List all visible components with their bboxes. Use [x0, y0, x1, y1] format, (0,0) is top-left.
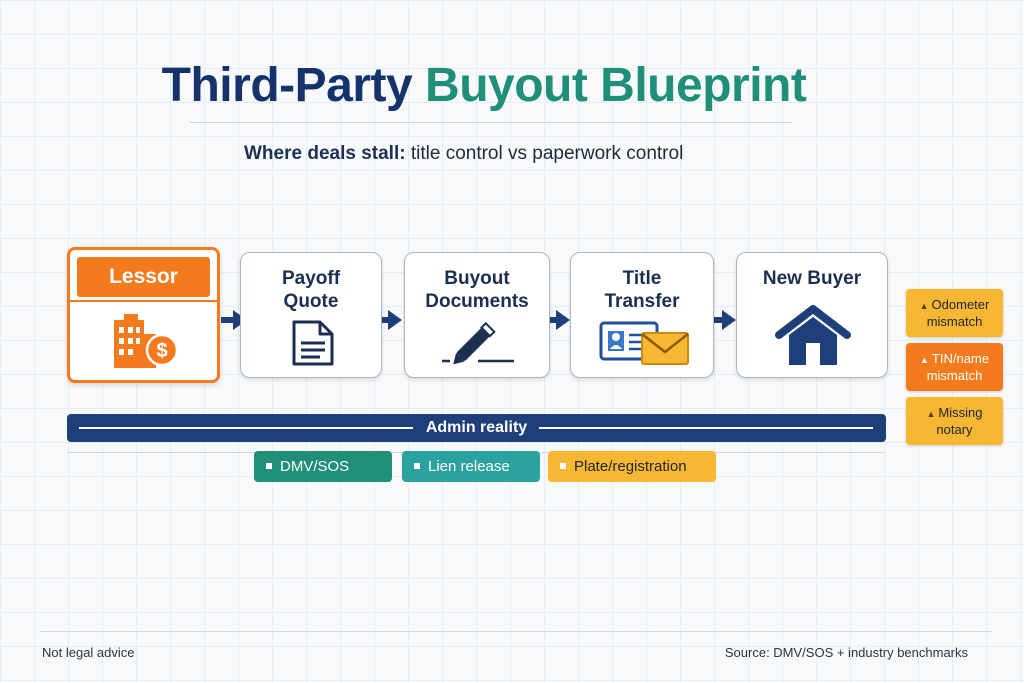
admin-bar-rule-right	[539, 427, 873, 429]
lessor-band	[70, 300, 217, 302]
bullet-icon	[266, 463, 272, 469]
warning-odometer-mismatch: ▲Odometer mismatch	[906, 289, 1003, 337]
chip-lien-release: Lien release	[402, 451, 540, 482]
step-label-line2: Quote	[283, 291, 339, 312]
step-label-line1: New Buyer	[762, 268, 862, 289]
step-label-line2: Documents	[425, 291, 529, 312]
svg-text:$: $	[156, 340, 167, 362]
warning-icon: ▲	[920, 355, 929, 365]
arrow-icon	[544, 310, 570, 330]
chip-dmv-sos: DMV/SOS	[254, 451, 392, 482]
step-label: New Buyer	[737, 267, 887, 290]
house-icon	[775, 305, 851, 365]
document-icon	[292, 320, 334, 366]
footer-disclaimer: Not legal advice	[42, 645, 135, 660]
warning-icon: ▲	[926, 409, 936, 419]
warning-line1: Odometer	[931, 297, 990, 312]
step-title-transfer: Title Transfer	[570, 252, 714, 378]
warning-missing-notary: ▲Missing notary	[906, 397, 1003, 445]
subtitle-lead: Where deals stall:	[244, 143, 406, 164]
arrow-icon	[221, 310, 247, 330]
warning-line1: Missing	[938, 405, 983, 420]
step-label-line2: Transfer	[604, 291, 680, 312]
step-new-buyer: New Buyer	[736, 252, 888, 378]
lessor-label: Lessor	[77, 257, 210, 297]
subtitle-rest: title control vs paperwork control	[410, 143, 684, 164]
step-label-line1: Payoff	[281, 268, 341, 289]
warning-line2: mismatch	[926, 368, 983, 383]
warning-line2: notary	[936, 422, 973, 437]
warning-tin-name-mismatch: ▲TIN/name mismatch	[906, 343, 1003, 391]
step-label-line1: Title	[622, 268, 662, 289]
chip-label: Plate/registration	[574, 458, 687, 475]
bullet-icon	[414, 463, 420, 469]
title-part-2: Buyout Blueprint	[425, 59, 807, 112]
arrow-icon	[710, 310, 736, 330]
building-dollar-icon: $	[114, 314, 179, 368]
bullet-icon	[560, 463, 566, 469]
admin-bar-rule-left	[79, 427, 413, 429]
chip-label: Lien release	[428, 458, 510, 475]
warning-line2: mismatch	[926, 314, 983, 329]
warning-line1: TIN/name	[931, 351, 989, 366]
warning-icon: ▲	[919, 301, 929, 311]
id-card-envelope-icon	[599, 321, 689, 365]
admin-reality-label: Admin reality	[425, 419, 528, 436]
pen-sign-icon	[442, 321, 514, 365]
footer-divider	[40, 631, 992, 632]
step-label-line1: Buyout	[444, 268, 510, 289]
chip-plate-registration: Plate/registration	[548, 451, 716, 482]
step-buyout-documents: Buyout Documents	[404, 252, 550, 378]
step-label: Title Transfer	[571, 267, 713, 313]
admin-reality-bar: Admin reality	[67, 414, 886, 442]
subtitle: Where deals stall: title control vs pape…	[244, 143, 683, 165]
step-label: Payoff Quote	[241, 267, 381, 313]
step-payoff-quote: Payoff Quote	[240, 252, 382, 378]
title-divider	[190, 122, 792, 123]
title-part-1: Third-Party	[161, 59, 413, 112]
step-label: Buyout Documents	[405, 267, 549, 313]
footer-source: Source: DMV/SOS + industry benchmarks	[724, 645, 968, 660]
step-lessor: Lessor $	[67, 247, 220, 383]
chip-label: DMV/SOS	[280, 458, 350, 475]
arrow-icon	[376, 310, 402, 330]
page-title: Third-Party Buyout Blueprint	[0, 58, 968, 113]
